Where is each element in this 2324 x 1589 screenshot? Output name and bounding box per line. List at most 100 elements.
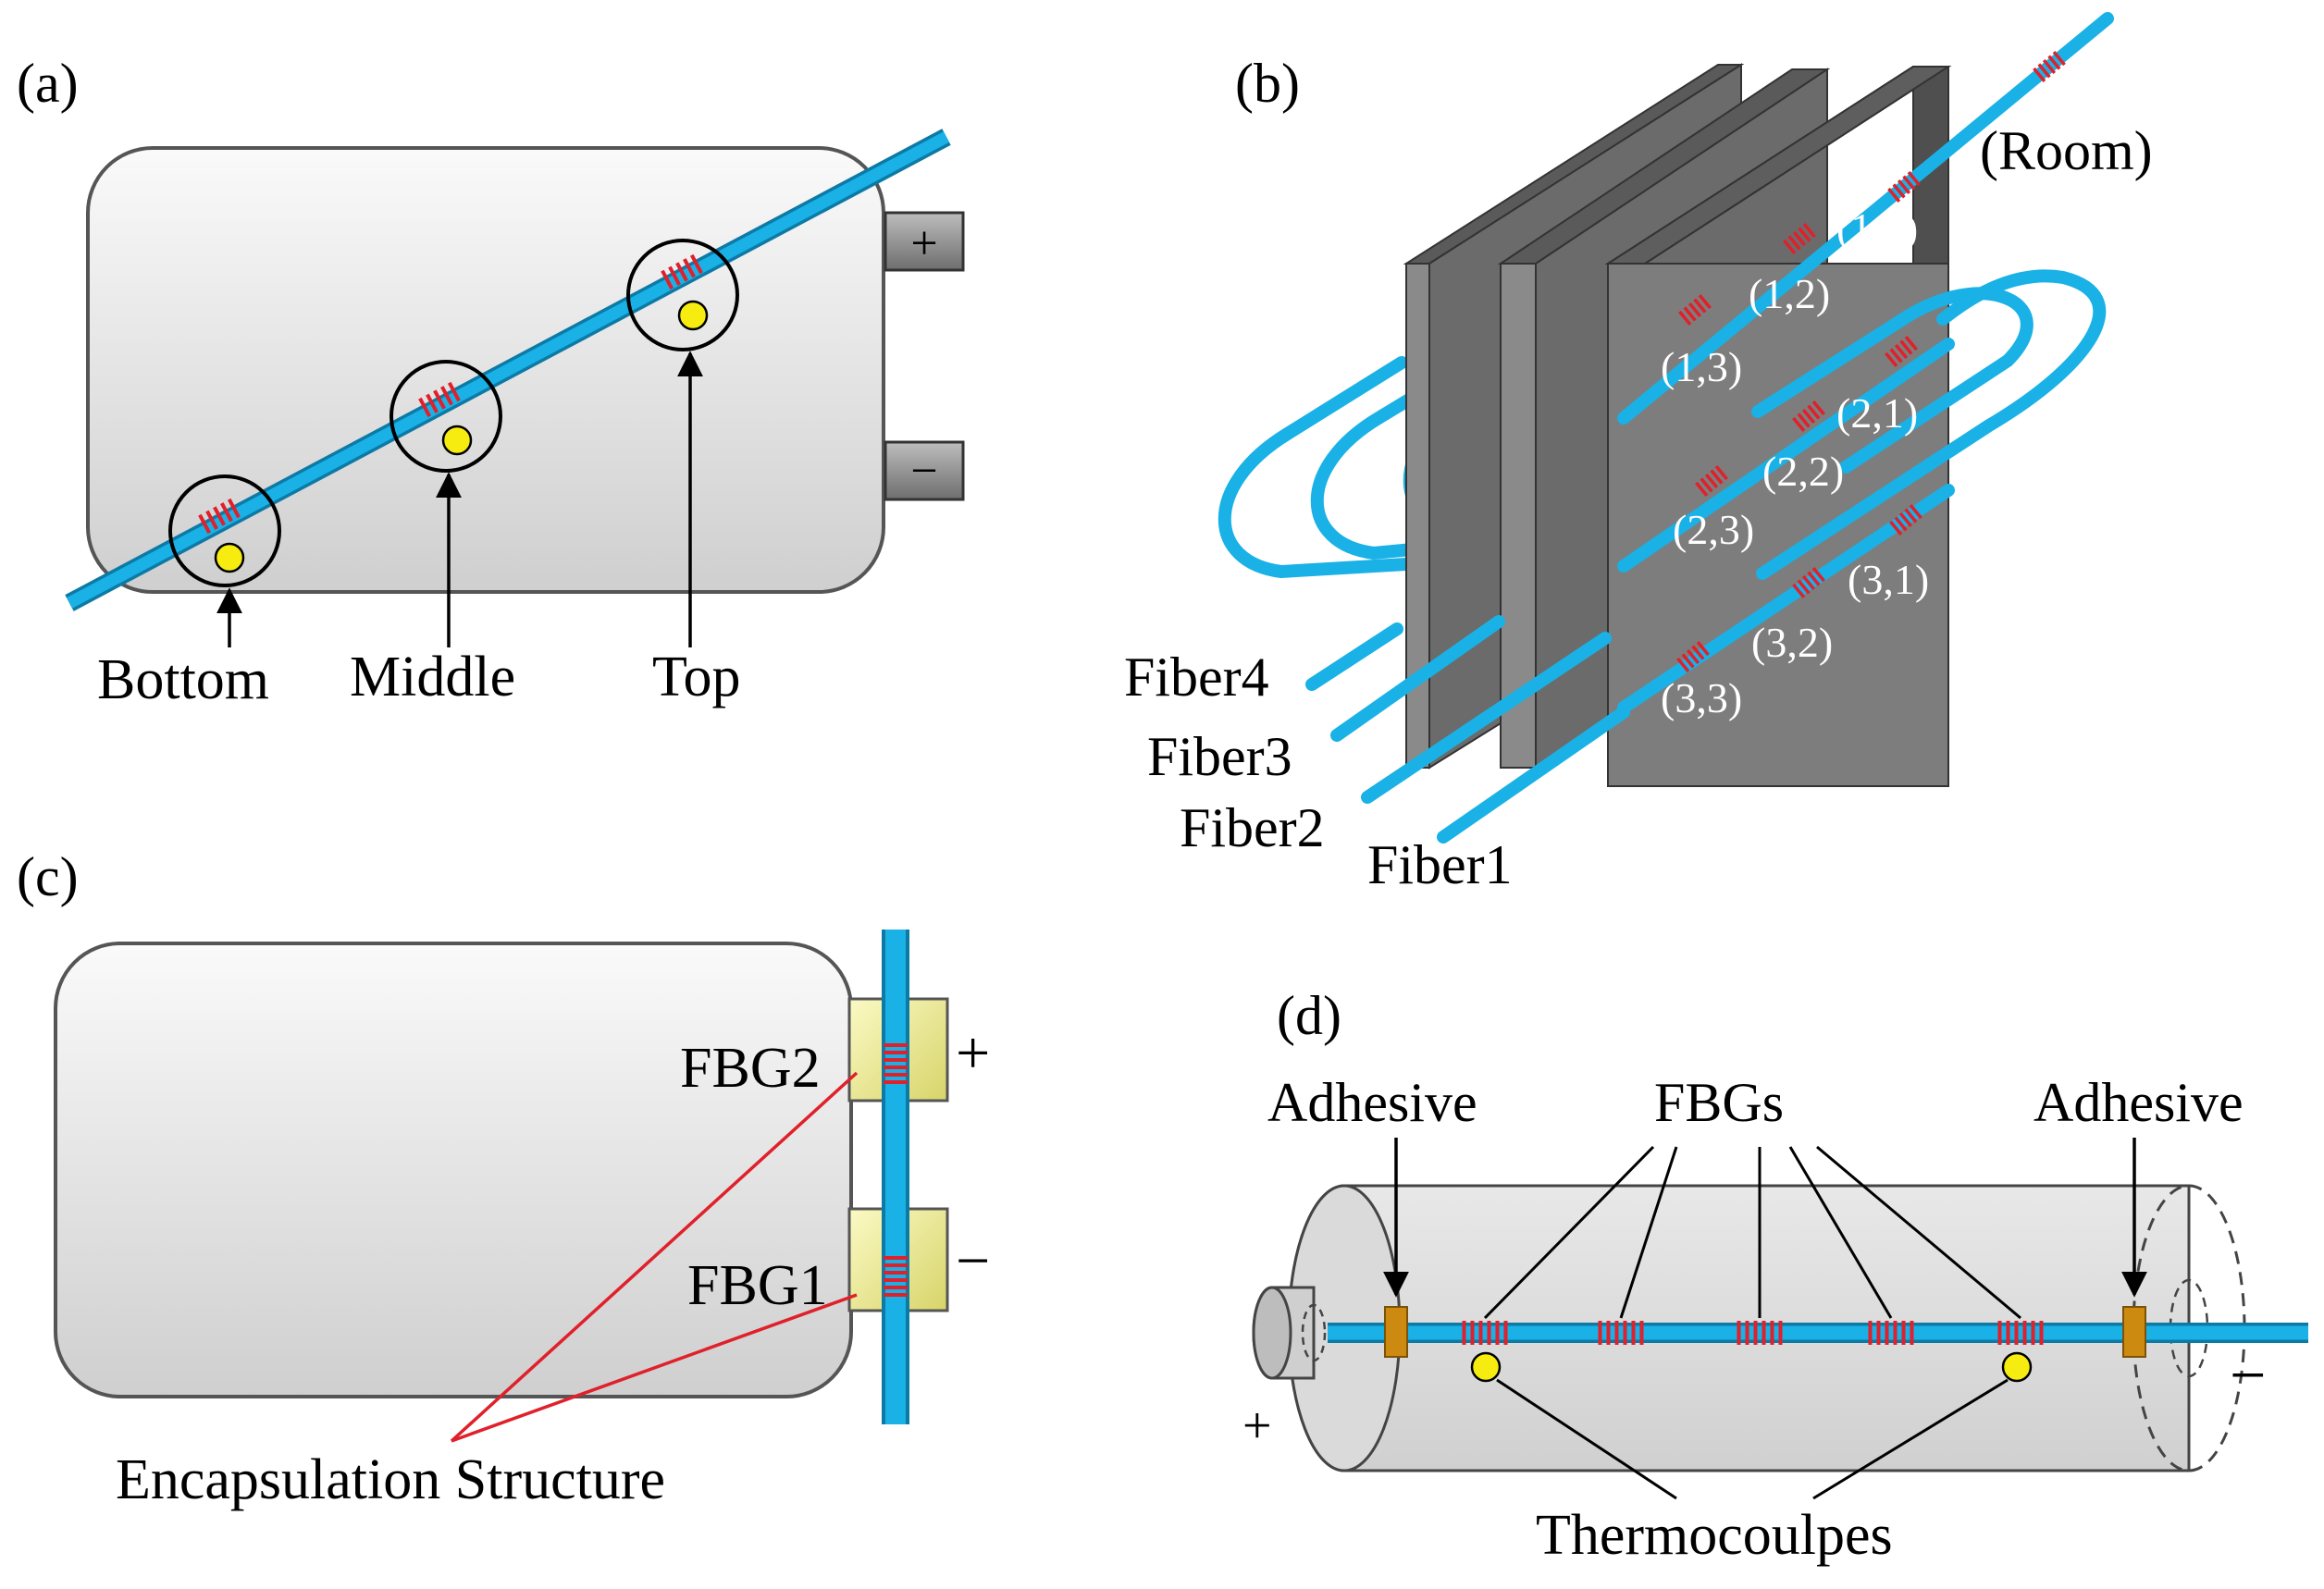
fbg-b-9 <box>1676 641 1710 672</box>
sensor-position-labels: (1,1) (1,2) (1,3) (2,1) (2,2) (2,3) (3,1… <box>1661 204 1929 721</box>
sensor-label-2-3: (2,3) <box>1673 506 1754 553</box>
grating-mark <box>2033 67 2046 82</box>
grating-mark <box>1887 187 1901 203</box>
sensor-circle-middle <box>389 360 502 473</box>
grating-mark <box>1698 294 1712 310</box>
grating-mark <box>1678 310 1692 326</box>
grating-mark <box>1714 465 1728 481</box>
grating-mark <box>1909 504 1922 520</box>
grating-mark <box>440 386 453 406</box>
sensor-label-1-2: (1,2) <box>1749 270 1830 317</box>
thermocouple-d-left <box>1470 1351 1502 1383</box>
grating-mark <box>1683 306 1697 322</box>
terminal-minus-sign: − <box>910 445 937 498</box>
pouch-cell-body-c <box>54 942 853 1398</box>
panel-b: (b) <box>1124 12 2153 895</box>
panel-b-tag: (b) <box>1235 53 1300 114</box>
grating-mark <box>1792 583 1806 598</box>
grating-mark <box>418 397 432 418</box>
label-minus-c: − <box>956 1227 990 1295</box>
label-fiber3: Fiber3 <box>1147 726 1292 787</box>
label-plus-d: + <box>1242 1398 1272 1455</box>
grating-mark <box>2047 55 2061 70</box>
fbg-b-4 <box>1885 336 1918 367</box>
grating-mark <box>1889 348 1903 363</box>
fiber-loops-right <box>1751 269 2107 580</box>
grating-mark <box>1798 227 1811 242</box>
sensor-label-3-3: (3,3) <box>1661 674 1742 721</box>
grating-mark <box>447 381 461 402</box>
label-thermocouples: Thermocoulpes <box>1536 1504 1893 1567</box>
fbg-b-3 <box>1678 294 1712 326</box>
fbg-b-2 <box>1783 223 1816 254</box>
grating-mark <box>1801 574 1816 591</box>
grating-mark <box>2052 51 2066 67</box>
grating-mark <box>213 506 226 526</box>
grating-mark <box>1907 171 1921 187</box>
fbg-b-6 <box>1695 465 1728 497</box>
adhesive-right-block <box>2122 1306 2146 1358</box>
panel-d-tag: (d) <box>1277 985 1341 1046</box>
fbg-c-1 <box>884 1256 908 1297</box>
negative-terminal: − <box>884 440 965 501</box>
grating-mark <box>661 269 674 290</box>
grating-mark <box>683 258 696 278</box>
fiber-leads <box>1305 615 1630 844</box>
label-plus-c: + <box>956 1019 990 1087</box>
fbg-a-0 <box>198 498 241 535</box>
grating-mark <box>675 262 688 282</box>
label-encapsulation: Encapsulation Structure <box>116 1448 665 1511</box>
grating-mark <box>1807 404 1821 420</box>
positive-terminal: + <box>884 211 965 272</box>
label-bottom: Bottom <box>97 648 269 711</box>
grating-mark <box>1681 653 1695 669</box>
grating-mark <box>1792 230 1807 247</box>
fbg-b-8 <box>1792 567 1825 598</box>
grating-mark <box>1811 400 1825 416</box>
grating-mark <box>2037 63 2051 79</box>
grating-mark <box>1787 235 1801 251</box>
fbg-gratings-d <box>1462 1321 2044 1345</box>
sensor-label-1-1: (1,1) <box>1836 204 1918 252</box>
label-fbgs: FBGs <box>1654 1072 1784 1133</box>
sensor-label-3-2: (3,2) <box>1751 619 1833 666</box>
fiber-room <box>1617 12 2114 425</box>
label-top: Top <box>652 646 741 708</box>
grating-mark <box>689 253 703 275</box>
sensor-label-3-1: (3,1) <box>1848 556 1929 603</box>
sensor-label-1-3: (1,3) <box>1661 343 1742 390</box>
panel-a-tag: (a) <box>17 53 79 114</box>
grating-mark <box>1802 223 1816 239</box>
grating-mark <box>1894 343 1909 360</box>
grating-mark <box>205 510 218 530</box>
grating-mark <box>1691 645 1705 660</box>
grating-mark <box>1897 179 1911 195</box>
fbg-d-3 <box>1868 1321 1914 1345</box>
label-fbg2: FBG2 <box>680 1037 821 1100</box>
grating-mark <box>1811 567 1825 583</box>
label-fiber2: Fiber2 <box>1180 797 1325 858</box>
grating-mark <box>426 393 439 413</box>
label-fiber4: Fiber4 <box>1124 647 1269 708</box>
grating-mark <box>220 502 233 523</box>
label-room: (Room) <box>1980 120 2153 181</box>
grating-mark <box>2042 58 2057 75</box>
thermocouple-d-right <box>2001 1351 2033 1383</box>
fbg-b-1 <box>1887 171 1921 203</box>
fbg-d-0 <box>1462 1321 1508 1345</box>
grating-mark <box>227 498 241 519</box>
encapsulation-leaders <box>450 1071 859 1443</box>
grating-mark <box>1894 516 1908 532</box>
grating-mark <box>668 265 681 286</box>
terminal-plus-sign: + <box>910 217 937 270</box>
label-adhesive-left: Adhesive <box>1267 1072 1477 1133</box>
label-fbg1: FBG1 <box>687 1254 828 1317</box>
sensor-circle-bottom <box>168 474 281 587</box>
panel-a: (a) + − Bottom Middle Top <box>17 53 965 711</box>
grating-mark <box>1797 413 1811 428</box>
fbg-d-1 <box>1598 1321 1644 1345</box>
label-minus-d: − <box>2230 1340 2266 1411</box>
fiber-row-2 <box>1617 338 1955 573</box>
grating-mark <box>1693 298 1707 314</box>
